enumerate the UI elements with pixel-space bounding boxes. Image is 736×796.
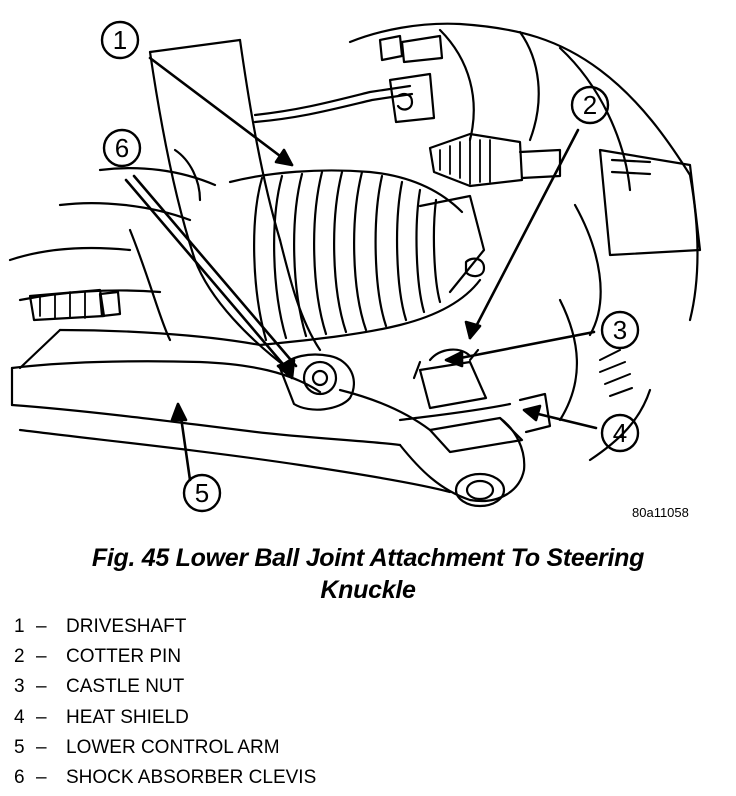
caption-line-1: Fig. 45 Lower Ball Joint Attachment To S… <box>91 544 645 572</box>
legend-number: 1 <box>14 616 25 637</box>
legend-number: 5 <box>14 736 25 758</box>
legend-text: LOWER CONTROL ARM <box>66 736 280 758</box>
legend-dash: – <box>36 767 47 789</box>
figure-code: 80a11058 <box>632 505 689 520</box>
suspension-illustration: 1 2 3 4 5 6 80a11058 <box>8 20 702 520</box>
callout-label-6: 6 <box>115 133 129 163</box>
callout-circle-5 <box>182 473 222 513</box>
legend-dash: – <box>36 616 47 637</box>
callout-circle-1 <box>100 20 140 60</box>
parts-legend: 1–DRIVESHAFT 2–COTTER PIN 3–CASTLE NUT 4… <box>14 612 316 793</box>
callout-label-1: 1 <box>113 25 127 55</box>
callout-label-2: 2 <box>583 90 597 120</box>
legend-text: CASTLE NUT <box>66 676 185 698</box>
legend-text: HEAT SHIELD <box>66 706 189 728</box>
legend-item: 4–HEAT SHIELD <box>14 703 316 733</box>
callout-label-5: 5 <box>195 478 209 508</box>
legend-item: 6–SHOCK ABSORBER CLEVIS <box>14 763 316 793</box>
legend-number: 6 <box>14 767 25 789</box>
callout-circle-2 <box>570 85 610 125</box>
legend-dash: – <box>36 736 47 758</box>
legend-text: COTTER PIN <box>66 646 182 668</box>
legend-item: 2–COTTER PIN <box>14 642 316 672</box>
callout-label-4: 4 <box>613 418 627 448</box>
suspension-line-art: 1 2 3 4 5 6 <box>8 20 702 513</box>
legend-number: 4 <box>14 706 25 728</box>
legend-text: SHOCK ABSORBER CLEVIS <box>66 767 317 789</box>
caption-line-2: Knuckle <box>320 576 416 604</box>
legend-text: DRIVESHAFT <box>66 616 187 637</box>
legend-dash: – <box>36 676 47 698</box>
legend-item: 5–LOWER CONTROL ARM <box>14 733 316 763</box>
legend-number: 3 <box>14 676 25 698</box>
callout-label-3: 3 <box>613 315 627 345</box>
legend-item: 1–DRIVESHAFT <box>14 612 316 642</box>
figure-caption: Fig. 45 Lower Ball Joint Attachment To S… <box>0 542 736 606</box>
callout-circle-3 <box>600 310 640 350</box>
legend-number: 2 <box>14 646 25 668</box>
legend-dash: – <box>36 706 47 728</box>
callout-circle-6 <box>102 128 142 168</box>
legend-dash: – <box>36 646 47 668</box>
legend-item: 3–CASTLE NUT <box>14 672 316 702</box>
callout-circle-4 <box>600 413 640 453</box>
